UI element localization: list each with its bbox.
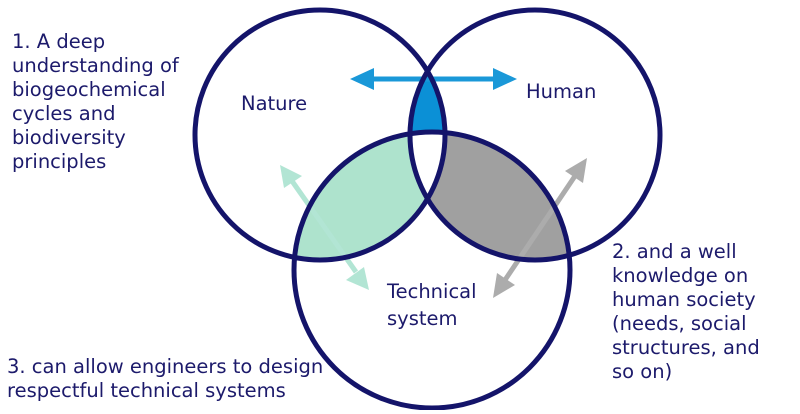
note-line: cycles and	[12, 102, 116, 125]
note-line: so on)	[612, 360, 673, 383]
note-line: 1. A deep	[12, 30, 106, 53]
note-line: respectful technical systems	[7, 379, 286, 402]
human-label: Human	[526, 80, 596, 103]
technical-label: Technical system	[386, 280, 483, 330]
nature-label: Nature	[241, 92, 307, 115]
note-line: 3. can allow engineers to design	[7, 355, 324, 378]
note-line: biogeochemical	[12, 78, 166, 101]
technical-label-line: system	[387, 307, 458, 330]
note-line: human society	[612, 288, 756, 311]
human-technical-arrow	[493, 158, 587, 298]
note-line: (needs, social	[612, 312, 747, 335]
note-line: structures, and	[612, 336, 760, 359]
note-line: understanding of	[12, 54, 179, 77]
technical-label-line: Technical	[386, 280, 477, 303]
technical-circle	[291, 129, 573, 411]
note-line: knowledge on	[612, 264, 749, 287]
note-line: principles	[12, 150, 107, 173]
circle-outlines	[192, 7, 663, 411]
note-line: 2. and a well	[612, 240, 737, 263]
note-line: biodiversity	[12, 126, 126, 149]
